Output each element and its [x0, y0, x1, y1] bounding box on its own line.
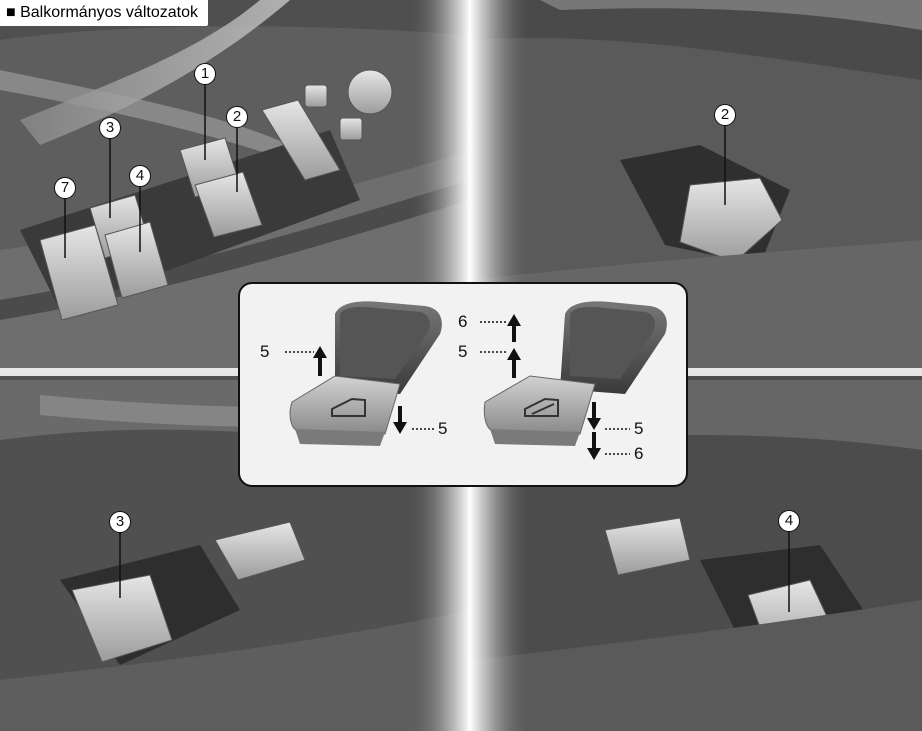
callout-4-bottom: 4 — [778, 510, 800, 532]
callout-4-top: 4 — [129, 165, 151, 187]
section-caption: ■ Balkormányos változatok — [0, 0, 208, 26]
inset-operation-diagram: 5 5 6 5 5 6 — [238, 282, 688, 487]
label-left-down: 5 — [438, 420, 447, 438]
callout-2-top: 2 — [226, 106, 248, 128]
callout-3-bottom: 3 — [109, 511, 131, 533]
callout-3-top: 3 — [99, 117, 121, 139]
label-right-up-6: 6 — [458, 313, 467, 331]
label-right-up-5: 5 — [458, 343, 467, 361]
label-right-down-6: 6 — [634, 445, 643, 463]
callout-7: 7 — [54, 177, 76, 199]
callout-1: 1 — [194, 63, 216, 85]
callout-2-right: 2 — [714, 104, 736, 126]
label-right-down-5: 5 — [634, 420, 643, 438]
label-left-up: 5 — [260, 343, 269, 361]
